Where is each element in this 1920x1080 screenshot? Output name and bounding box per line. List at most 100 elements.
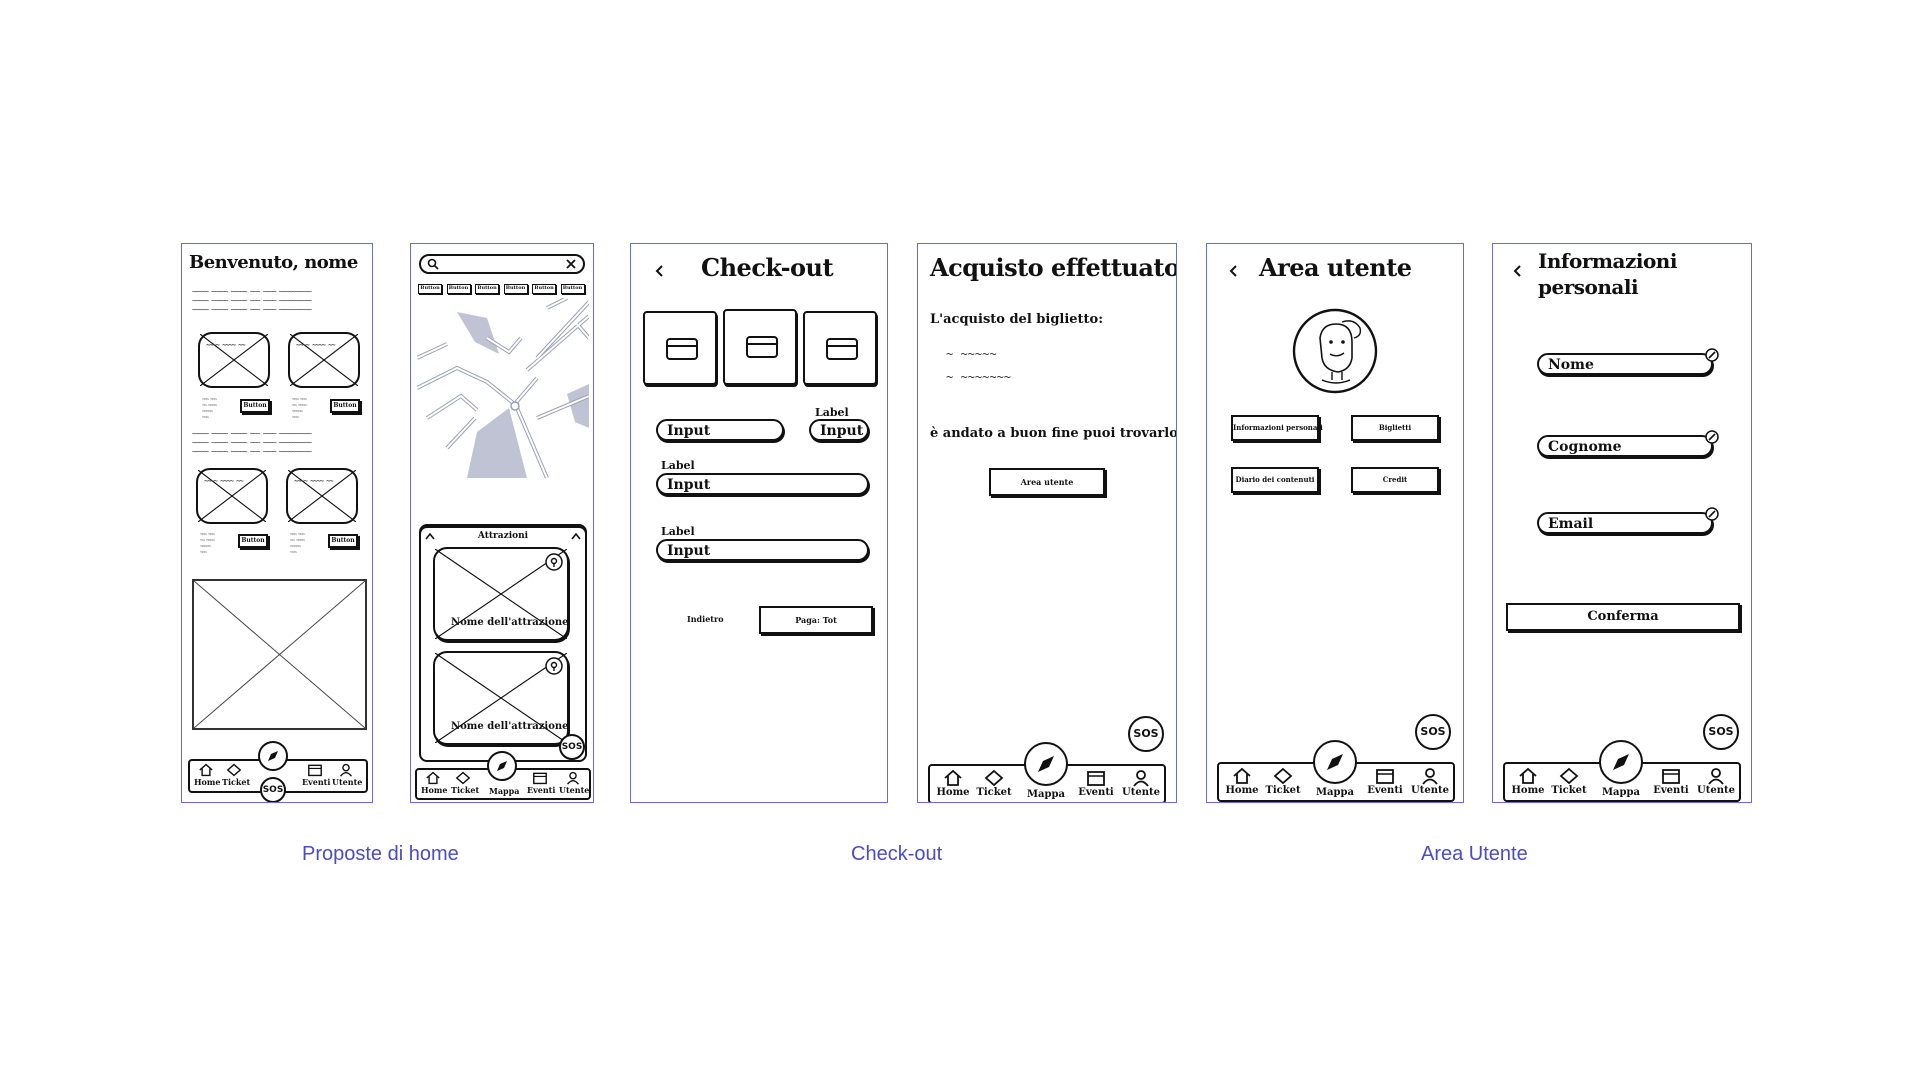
payment-card-option[interactable]: [803, 311, 877, 385]
section-text: ~~~~~ ~~~~~ ~~~~~ ~~~ ~~~~ ~~~~~~~~~~~~~…: [192, 430, 312, 456]
filter-chip[interactable]: Button: [503, 284, 528, 294]
nav-utente[interactable]: Utente: [559, 771, 589, 795]
sos-button[interactable]: SOS: [1128, 716, 1164, 752]
frame-informazioni-personali: Informazioni personali Nome Cognome Emai…: [1492, 243, 1752, 803]
sos-button[interactable]: SOS: [260, 777, 286, 802]
email-field[interactable]: Email: [1537, 512, 1713, 534]
frame-purchase-done: Acquisto effettuato L'acquisto del bigli…: [917, 243, 1177, 803]
pay-button[interactable]: Paga: Tot: [759, 606, 873, 634]
nav-ticket[interactable]: Ticket: [451, 771, 479, 795]
nav-mappa[interactable]: Mappa: [1601, 787, 1640, 798]
nav-eventi[interactable]: Eventi: [1078, 769, 1114, 798]
ticket-icon: [226, 763, 242, 777]
filter-chip[interactable]: Button: [418, 284, 442, 294]
area-utente-button[interactable]: Area utente: [989, 468, 1105, 496]
card-image[interactable]: [288, 332, 360, 388]
card-button[interactable]: Button: [238, 534, 268, 548]
ticket-line: ~ ~~~~~: [946, 347, 997, 361]
input-field[interactable]: Input: [656, 473, 869, 495]
card-button[interactable]: Button: [240, 399, 270, 413]
nav-utente[interactable]: Utente: [332, 763, 362, 787]
map-button[interactable]: [1313, 740, 1357, 784]
card-image[interactable]: [198, 332, 270, 388]
nav-utente[interactable]: Utente: [1697, 767, 1735, 796]
filter-chip[interactable]: Button: [475, 284, 499, 294]
credit-button[interactable]: Credit: [1351, 467, 1439, 493]
map-button[interactable]: [258, 741, 288, 771]
nav-eventi[interactable]: Eventi: [527, 771, 555, 795]
input-field-short[interactable]: Input: [809, 419, 869, 441]
compass-icon: [268, 751, 278, 761]
filter-chip[interactable]: Button: [446, 284, 471, 294]
nav-utente[interactable]: Utente: [1122, 769, 1160, 798]
field-label: Label: [815, 406, 849, 419]
personal-info-button[interactable]: Informazioni personali: [1231, 415, 1323, 441]
search-bar[interactable]: [419, 254, 585, 274]
compass-icon: [497, 761, 507, 771]
nav-utente[interactable]: Utente: [1411, 767, 1449, 796]
nav-home[interactable]: Home: [194, 763, 220, 787]
ticket-icon: [455, 771, 471, 785]
nav-mappa[interactable]: Mappa: [1315, 787, 1354, 798]
nav-home[interactable]: Home: [936, 769, 970, 798]
nav-home[interactable]: Home: [421, 771, 447, 795]
image-placeholder: [192, 579, 367, 730]
user-icon: [1708, 768, 1724, 785]
tickets-button[interactable]: Biglietti: [1351, 415, 1439, 441]
card-button[interactable]: Button: [330, 399, 360, 413]
filter-chip[interactable]: Button: [532, 284, 556, 294]
nav-ticket[interactable]: Ticket: [222, 763, 250, 787]
card-image[interactable]: [196, 468, 268, 524]
card-button[interactable]: Button: [328, 534, 358, 548]
map-button[interactable]: [1024, 742, 1068, 786]
filter-chip[interactable]: Button: [560, 284, 585, 294]
map-button[interactable]: [487, 751, 517, 781]
confirm-button[interactable]: Conferma: [1506, 603, 1740, 631]
caption-home: Proposte di home: [302, 843, 459, 865]
attraction-card[interactable]: Nome dell'attrazione: [433, 547, 569, 641]
input-field-small[interactable]: Input: [656, 419, 784, 441]
page-title: Benvenuto, nome: [189, 252, 358, 273]
nav-ticket[interactable]: Ticket: [1551, 767, 1587, 796]
nav-home[interactable]: Home: [1511, 767, 1545, 796]
filter-chips: Button Button Button Button Button Button: [418, 284, 588, 294]
nav-home[interactable]: Home: [1225, 767, 1259, 796]
nome-field[interactable]: Nome: [1537, 353, 1713, 375]
edit-icon: [1705, 507, 1719, 521]
card-image[interactable]: [286, 468, 358, 524]
attraction-card[interactable]: Nome dell'attrazione: [433, 651, 569, 745]
cognome-field[interactable]: Cognome: [1537, 435, 1713, 457]
nav-eventi[interactable]: Eventi: [1367, 767, 1403, 796]
nav-mappa[interactable]: Mappa: [489, 786, 520, 796]
sos-button[interactable]: SOS: [1703, 714, 1739, 750]
nav-eventi[interactable]: Eventi: [302, 763, 330, 787]
frame-home-1: Benvenuto, nome ~~~~~ ~~~~~ ~~~~~ ~~~ ~~…: [181, 243, 373, 803]
map-button[interactable]: [1599, 740, 1643, 784]
map-view[interactable]: [416, 296, 591, 479]
ticket-icon: [1273, 767, 1293, 785]
calendar-icon: [533, 772, 547, 785]
avatar[interactable]: [1292, 308, 1378, 394]
diary-button[interactable]: Diario dei contenuti: [1231, 467, 1319, 493]
home-icon: [944, 769, 962, 786]
back-chevron-icon: [1513, 265, 1521, 277]
input-field[interactable]: Input: [656, 539, 869, 561]
sos-button[interactable]: SOS: [559, 734, 585, 760]
intro-text: ~~~~~ ~~~~~ ~~~~~ ~~~ ~~~~ ~~~~~~~~~~~~~…: [192, 288, 312, 314]
calendar-icon: [1087, 771, 1105, 786]
payment-card-option[interactable]: [723, 309, 797, 385]
page-title: Informazioni personali: [1538, 249, 1677, 299]
ticket-icon: [984, 769, 1004, 787]
edit-icon: [1705, 430, 1719, 444]
payment-card-option[interactable]: [643, 311, 717, 385]
nav-mappa[interactable]: Mappa: [1026, 789, 1065, 800]
nav-eventi[interactable]: Eventi: [1653, 767, 1689, 796]
sos-button[interactable]: SOS: [1415, 714, 1451, 750]
back-link[interactable]: Indietro: [687, 614, 724, 624]
nav-ticket[interactable]: Ticket: [1265, 767, 1301, 796]
field-label: Label: [661, 459, 695, 472]
user-icon: [567, 771, 579, 785]
home-icon: [1233, 767, 1251, 784]
nav-ticket[interactable]: Ticket: [976, 769, 1012, 798]
